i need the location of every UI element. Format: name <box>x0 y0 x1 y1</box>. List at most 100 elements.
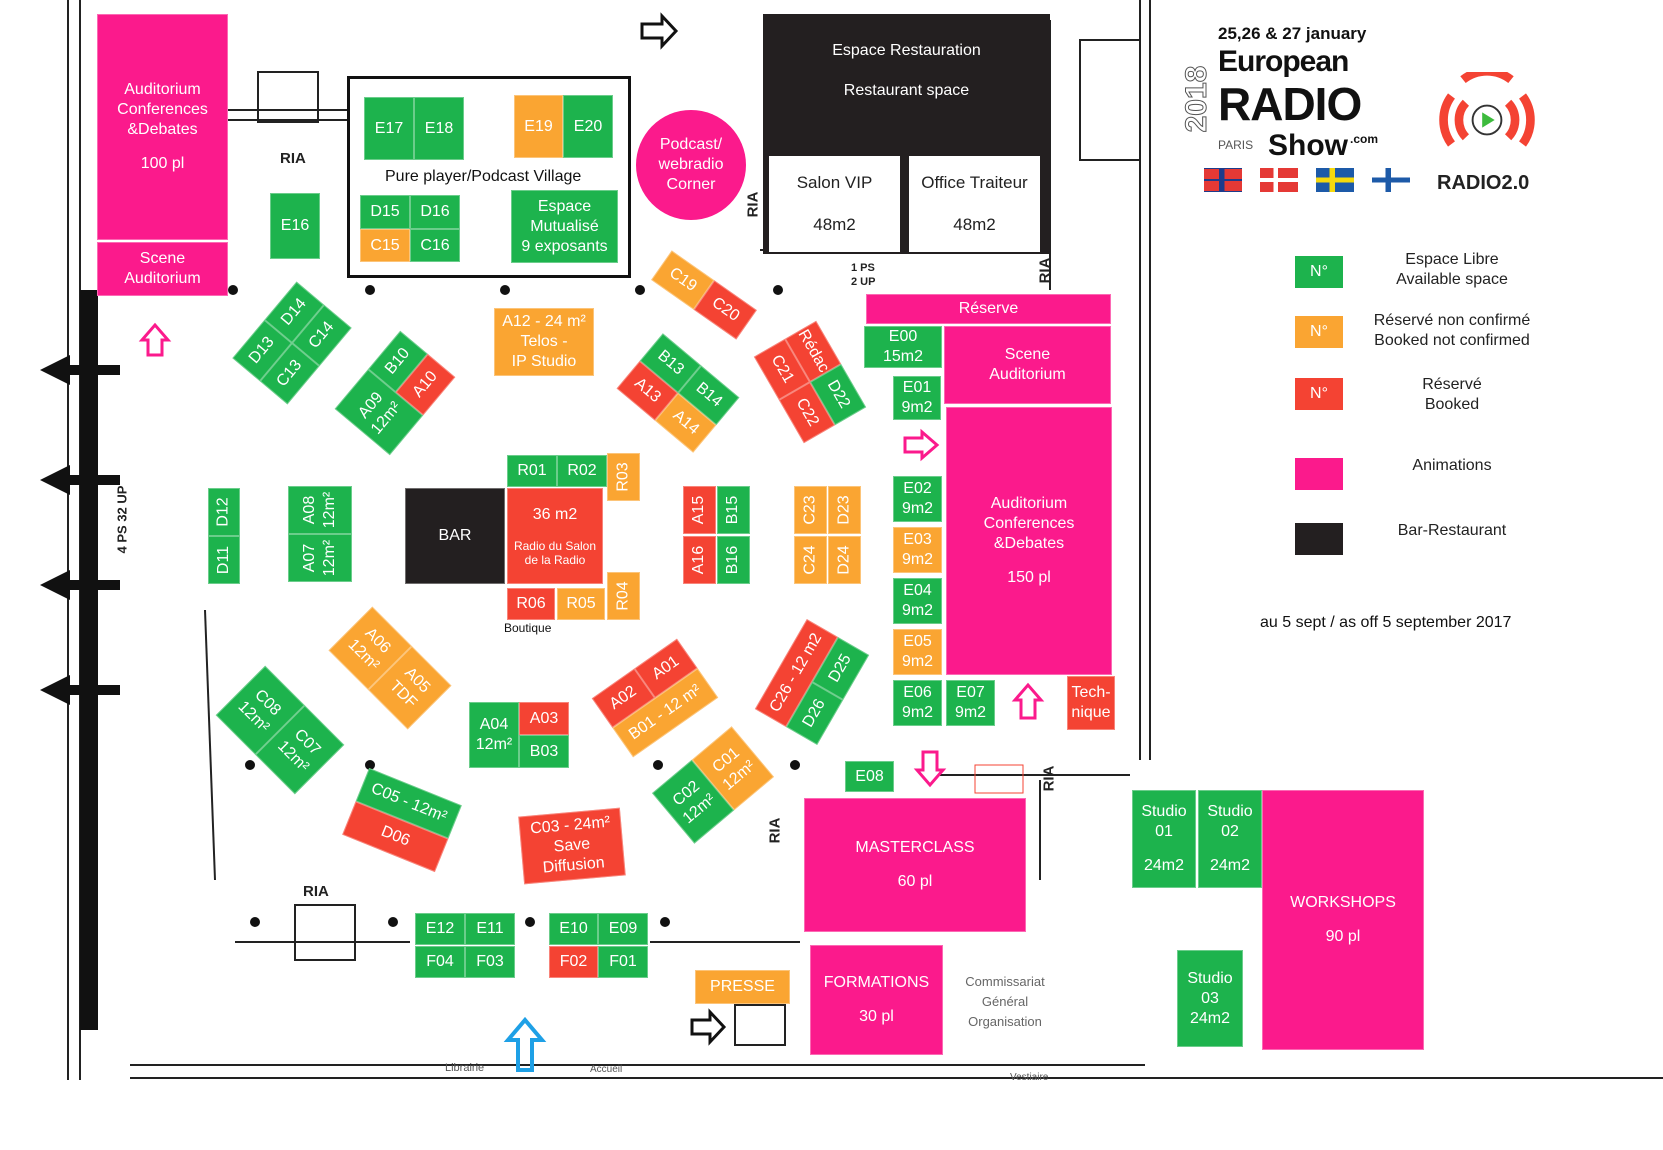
booth-r06[interactable]: R06 <box>507 588 555 620</box>
booth-label: C22 <box>791 395 823 430</box>
booth-f02[interactable]: F02 <box>549 946 598 978</box>
booth-e08[interactable]: E08 <box>845 761 894 792</box>
booth-label: C14 <box>305 318 339 353</box>
booth-label-line: 02 <box>1221 823 1239 840</box>
booth-bar[interactable]: BAR <box>405 488 505 584</box>
stairs-label: 1 PS <box>851 262 875 274</box>
booth-e16[interactable]: E16 <box>270 193 320 259</box>
booth-d15[interactable]: D15 <box>360 195 410 229</box>
booth-d12[interactable]: D12 <box>208 488 240 536</box>
booth-e11[interactable]: E11 <box>465 913 515 945</box>
booth-label-line: Espace <box>537 197 592 215</box>
booth-b16[interactable]: B16 <box>717 536 750 584</box>
booth-label-line: D23 <box>835 495 853 525</box>
booth-f03[interactable]: F03 <box>465 946 515 978</box>
legend-text: Bar-Restaurant <box>1342 521 1562 541</box>
booth-d11[interactable]: D11 <box>208 536 240 584</box>
booth-b03[interactable]: B03 <box>519 735 569 768</box>
booth-label-line: E03 <box>903 531 932 548</box>
salon-vip-room[interactable]: Salon VIP 48m2 <box>769 156 900 252</box>
booth-presse[interactable]: PRESSE <box>695 970 790 1004</box>
booth-label-line: Tech- <box>1071 684 1111 701</box>
booth-label: Tech-nique <box>1071 683 1110 723</box>
booth-label: E12 <box>426 919 454 939</box>
booth-a15[interactable]: A15 <box>683 486 716 534</box>
booth-res[interactable]: Réserve <box>866 294 1111 324</box>
booth-label-line: Studio <box>1141 803 1187 820</box>
legend-swatch-available: N° <box>1295 256 1343 288</box>
booth-e19[interactable]: E19 <box>514 95 563 158</box>
restaurant-area[interactable]: Espace Restauration Restaurant space Sal… <box>763 14 1050 254</box>
booth-tech[interactable]: Tech-nique <box>1067 676 1115 730</box>
booth-label: F01 <box>609 952 637 972</box>
office-traiteur-room[interactable]: Office Traiteur 48m2 <box>909 156 1040 252</box>
booth-e17[interactable]: E17 <box>364 97 414 160</box>
booth-c16[interactable]: C16 <box>410 229 460 262</box>
booth-label: C23 <box>800 495 820 524</box>
booth-label-line: C22 <box>792 395 823 430</box>
booth-label-line: A12 - 24 m² <box>502 313 586 330</box>
booth-label: B03 <box>530 742 558 762</box>
legend-line: Booked not confirmed <box>1374 332 1530 349</box>
booth-e12[interactable]: E12 <box>415 913 465 945</box>
booth-d24[interactable]: D24 <box>828 536 861 584</box>
logo-year-strip: 2018 <box>1180 54 1214 144</box>
booth-a16[interactable]: A16 <box>683 536 716 584</box>
booth-d16[interactable]: D16 <box>410 195 460 229</box>
booth-c24[interactable]: C24 <box>794 536 827 584</box>
booth-label-line: E09 <box>608 920 638 937</box>
booth-r04[interactable]: R04 <box>607 572 640 620</box>
booth-label-line: MASTERCLASS <box>855 839 975 856</box>
booth-r01[interactable]: R01 <box>507 455 557 487</box>
booth-label-line: D11 <box>214 545 232 575</box>
booth-f04[interactable]: F04 <box>415 946 465 978</box>
booth-e20[interactable]: E20 <box>563 95 613 158</box>
booth-label-line: D06 <box>378 822 413 850</box>
podcast-corner[interactable]: Podcast/ webradio Corner <box>636 110 746 220</box>
booth-label-line: E02 <box>903 480 932 497</box>
booth-c23[interactable]: C23 <box>794 486 827 534</box>
booth-label: A01 <box>649 652 684 685</box>
booth-e18[interactable]: E18 <box>414 97 464 160</box>
booth-c15[interactable]: C15 <box>360 229 410 262</box>
booth-r05[interactable]: R05 <box>557 588 605 620</box>
booth-label-line: 9m2 <box>901 653 934 670</box>
booth-a03[interactable]: A03 <box>519 702 569 735</box>
booth-f01[interactable]: F01 <box>598 946 648 978</box>
booth-b15[interactable]: B15 <box>717 486 750 534</box>
booth-e10[interactable]: E10 <box>549 913 598 945</box>
booth-e09[interactable]: E09 <box>598 913 648 945</box>
booth-d23[interactable]: D23 <box>828 486 861 534</box>
booth-r02[interactable]: R02 <box>557 455 607 487</box>
booth-r03[interactable]: R03 <box>607 453 640 501</box>
booth-label-line: R04 <box>614 581 632 611</box>
